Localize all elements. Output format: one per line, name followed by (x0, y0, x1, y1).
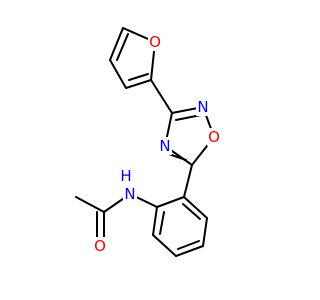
bonds (75, 27, 215, 257)
bond-oxadiazole-benzene (183, 164, 193, 198)
bond-bz-1-2 (156, 196, 185, 208)
bond-furan-c3-c2 (125, 79, 152, 89)
label-h-amide: H (120, 167, 131, 185)
bond-bz-3-4 (152, 234, 177, 257)
label-o-furan: O (149, 33, 161, 51)
atom-labels: O N O N N H O (93, 33, 221, 255)
bond-bz-5-6 (202, 217, 208, 247)
atom-nh-amide: N H (119, 167, 137, 203)
bond-furan-c4-c3 (109, 59, 127, 89)
atom-o-carbonyl: O (93, 237, 107, 255)
atom-n-oxadiazole-4: N (158, 137, 172, 155)
atom-n-oxadiazole-2: N (196, 98, 210, 116)
bond-bz-6-1-double (182, 203, 201, 220)
label-n-oxadiazole-4: N (159, 137, 170, 155)
molecule-diagram: O N O N N H O (75, 27, 221, 257)
bond-carbonyl-methyl (75, 196, 105, 213)
bond-bz-2-3-double (159, 211, 165, 235)
bond-bz-2-3 (152, 206, 158, 236)
bond-furan-c5-c4-double (116, 33, 129, 61)
label-o-carbonyl: O (94, 237, 106, 255)
label-n-amide: N (124, 185, 135, 203)
bond-furan-oxadiazole (150, 79, 173, 114)
label-n-oxadiazole-2: N (197, 98, 208, 116)
bond-bz-4-5-double (177, 240, 200, 250)
label-o-oxadiazole: O (208, 128, 220, 146)
bond-bz-6-1 (183, 196, 208, 219)
bond-furan-c5-c4 (109, 27, 124, 61)
bond-bz-4-5 (175, 245, 204, 257)
bond-furan-c3-c2-double (128, 73, 149, 81)
atom-o-furan: O (148, 33, 162, 51)
atom-o-oxadiazole: O (207, 128, 221, 146)
